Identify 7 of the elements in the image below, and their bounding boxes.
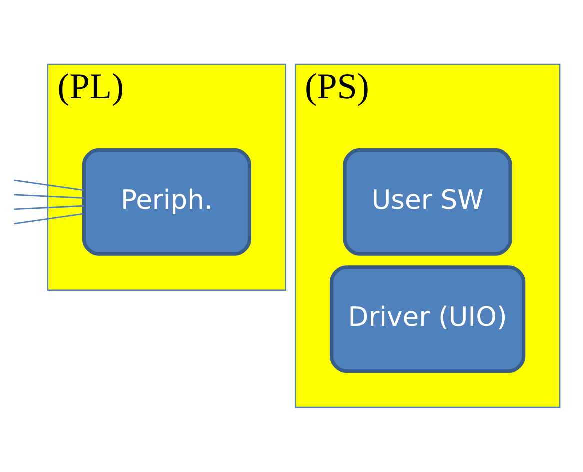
node-box: Periph. — [82, 148, 252, 256]
connector — [14, 194, 84, 199]
connector — [14, 180, 84, 192]
connector — [14, 205, 84, 210]
connector — [14, 213, 84, 225]
node-box: User SW — [343, 148, 512, 256]
node-box: Driver (UIO) — [330, 266, 526, 374]
